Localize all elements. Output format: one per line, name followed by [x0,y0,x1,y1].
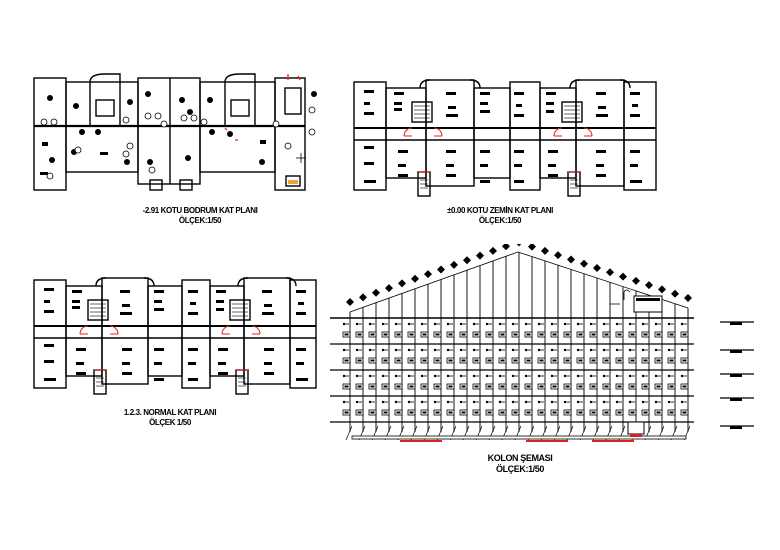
zemin-floor-plan [350,76,660,200]
kolon-schema-diagram [330,244,770,450]
normal-plan-scale: ÖLÇEK 1/50 [149,418,191,427]
zemin-plan-caption: ±0.00 KOTU ZEMİN KAT PLANI ÖLÇEK:1/50 [420,206,580,226]
zemin-plan-scale: ÖLÇEK:1/50 [478,216,522,225]
normal-plan-caption: 1.2.3. NORMAL KAT PLANI ÖLÇEK 1/50 [100,408,240,428]
zemin-plan-title: ±0.00 KOTU ZEMİN KAT PLANI [447,206,553,215]
bodrum-plan-title: -2.91 KOTU BODRUM KAT PLANI [142,206,258,215]
kolon-schema-scale: ÖLÇEK:1/50 [495,464,544,474]
kolon-schema-caption: KOLON ŞEMASI ÖLÇEK:1/50 [460,453,580,475]
normal-floor-plan [30,274,320,398]
bodrum-floor-plan [30,72,330,200]
bodrum-plan-scale: ÖLÇEK:1/50 [178,216,222,225]
normal-plan-title: 1.2.3. NORMAL KAT PLANI [123,408,217,417]
kolon-schema-title: KOLON ŞEMASI [487,453,553,463]
bodrum-plan-caption: -2.91 KOTU BODRUM KAT PLANI ÖLÇEK:1/50 [100,206,300,226]
